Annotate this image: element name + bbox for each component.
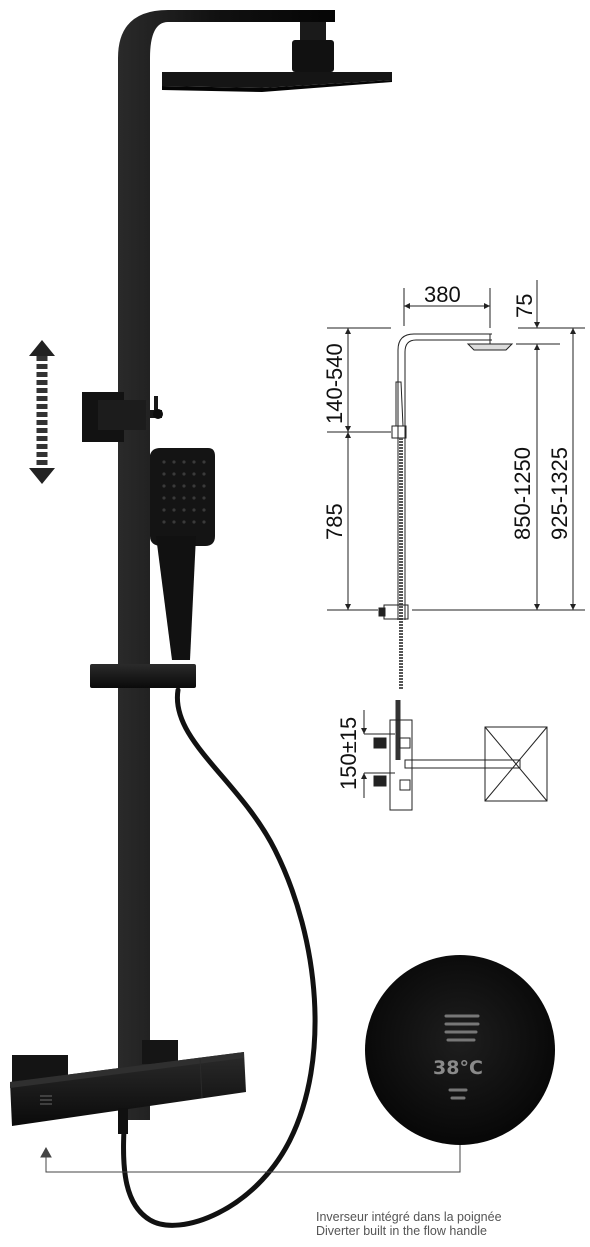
hand-shower-holder	[90, 664, 196, 688]
inlet-arrows	[361, 728, 367, 779]
rain-head-underside	[162, 80, 392, 92]
dim-outlet-range: 850-1250	[510, 447, 535, 540]
drawing-hand-shower	[395, 381, 404, 427]
drawing-head	[466, 343, 514, 351]
head-neck	[292, 40, 334, 72]
shower-hose	[121, 687, 318, 1228]
dim-upper-range: 140-540	[322, 343, 347, 424]
caption-fr: Inverseur intégré dans la poignée	[316, 1210, 502, 1224]
drawing-bracket	[391, 425, 407, 439]
wall-bracket	[82, 392, 163, 442]
head-connector	[300, 22, 326, 40]
dim-head-thickness: 75	[512, 294, 537, 318]
inlet-detail-drawing	[363, 700, 548, 811]
caption-en: Diverter built in the flow handle	[316, 1224, 487, 1238]
dim-slide-height: 785	[322, 503, 347, 540]
dim-inlet-spacing: 150±15	[336, 717, 361, 790]
dim-head-projection: 380	[424, 282, 461, 307]
dimension-arrows	[345, 303, 576, 610]
dimension-drawing	[327, 280, 585, 690]
drawing-mixer	[383, 604, 409, 620]
drawing-column	[397, 333, 492, 620]
hand-shower	[150, 448, 215, 660]
thermostatic-mixer	[10, 1040, 246, 1134]
temperature-readout: 38°C	[433, 1057, 483, 1079]
rain-shower-head	[162, 72, 392, 88]
riser-arm	[118, 10, 335, 1120]
height-adjust-arrow	[29, 340, 55, 484]
thermostat-zoom: 38°C	[365, 955, 555, 1145]
dim-total-range: 925-1325	[547, 447, 572, 540]
shower-column	[10, 10, 392, 1228]
diverter-callout	[40, 1145, 461, 1173]
